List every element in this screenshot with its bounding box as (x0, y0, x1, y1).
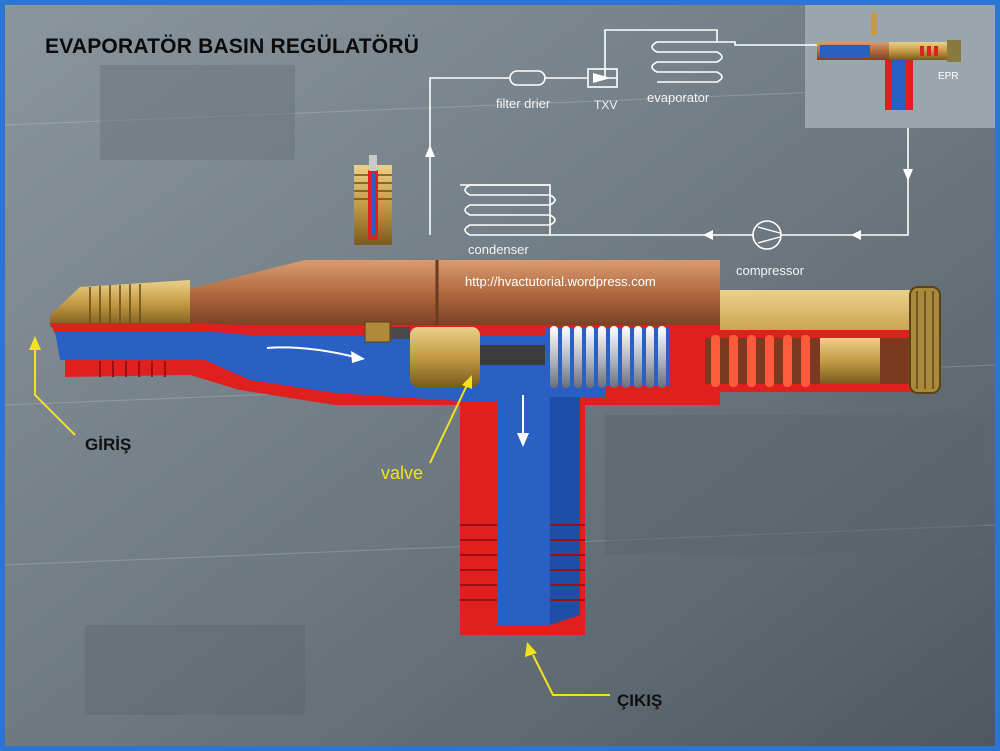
service-port (354, 155, 392, 245)
compressor-label: compressor (736, 263, 804, 278)
watermark-url: http://hvactutorial.wordpress.com (465, 274, 656, 289)
diagram-title: EVAPORATÖR BASIN REGÜLATÖRÜ (45, 35, 420, 58)
inlet-flare-nut (50, 280, 190, 327)
inlet-threads (99, 361, 166, 377)
epr-label: EPR (938, 71, 959, 82)
annotation-leaders (34, 350, 610, 696)
compressor-symbol (752, 220, 782, 250)
epr-inset (805, 5, 995, 128)
txv-label: TXV (594, 98, 618, 112)
condenser-label: condenser (468, 242, 529, 257)
valve-label: valve (381, 463, 424, 483)
valve-seat (364, 321, 480, 387)
filter-drier-label: filter drier (496, 96, 551, 111)
filter-drier-symbol (509, 70, 546, 86)
bellows (545, 326, 670, 388)
cycle-flow-arrows (425, 145, 913, 240)
outlet-threads (460, 524, 585, 601)
epr-cutaway-illustration (5, 5, 995, 746)
copper-body (185, 260, 720, 325)
outlet-label: ÇIKIŞ (617, 691, 663, 710)
txv-symbol (587, 68, 618, 88)
outlet-refrigerant-path (475, 335, 605, 625)
annotation-arrowheads (29, 336, 537, 657)
evaporator-label: evaporator (647, 90, 710, 105)
refrigerant-flow-arrows (266, 346, 529, 447)
inlet-label: GİRİŞ (85, 435, 132, 454)
valve-stem (480, 345, 550, 365)
condenser-coil (464, 184, 556, 236)
inlet-refrigerant-path (55, 331, 475, 401)
spring-bonnet (670, 286, 941, 394)
evaporator-coil (651, 41, 723, 83)
refrigeration-cycle-lines (429, 29, 909, 236)
